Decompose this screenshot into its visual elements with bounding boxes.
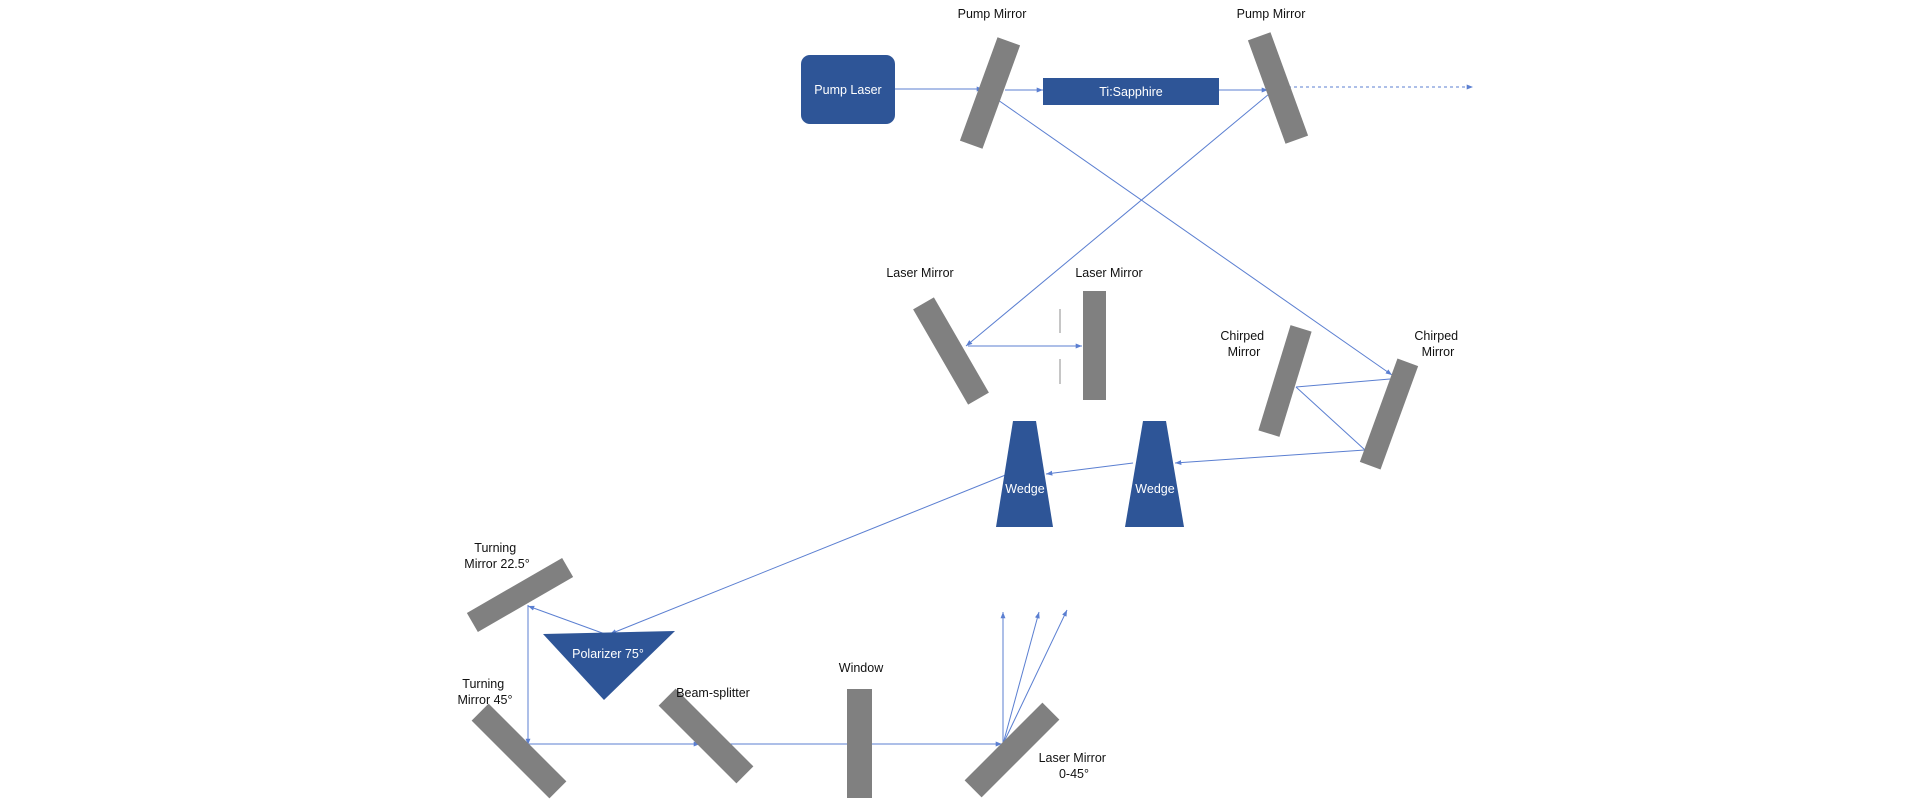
component-labels: Pump Mirror Pump Mirror Laser Mirror Las… (457, 7, 1461, 781)
beam-splitter (658, 688, 754, 784)
beam-chirped-2 (1295, 386, 1366, 451)
chirped-mirror-left (1258, 325, 1312, 437)
label-laser-mirror-left: Laser Mirror (886, 266, 953, 280)
label-turning-mirror-45: Turning Mirror 45° (457, 677, 512, 707)
pump-laser-label: Pump Laser (814, 83, 881, 97)
label-pump-mirror-right: Pump Mirror (1237, 7, 1306, 21)
ti-sapphire-crystal (1043, 78, 1219, 105)
polarizer-prism (543, 631, 675, 700)
label-window: Window (839, 661, 884, 675)
pump-laser-box (801, 55, 895, 124)
label-pump-mirror-left: Pump Mirror (958, 7, 1027, 21)
label-turning-mirror-22: Turning Mirror 22.5° (464, 541, 529, 571)
laser-mirror-left (913, 297, 989, 405)
polarizer-label: Polarizer 75° (572, 647, 644, 661)
beam-wedge-to-wedge (1045, 462, 1134, 476)
beam-output-3 (1002, 609, 1068, 745)
label-chirped-mirror-left: Chirped Mirror (1220, 329, 1267, 359)
optical-components: Pump Laser Ti:Sapphire Wedge Wedge Polar… (543, 55, 1219, 700)
beam-paths (525, 84, 1473, 747)
wedge-left (996, 421, 1053, 527)
label-laser-mirror-right: Laser Mirror (1075, 266, 1142, 280)
window (847, 689, 872, 798)
wedge-left-label: Wedge (1005, 482, 1044, 496)
ti-sapphire-label: Ti:Sapphire (1099, 85, 1163, 99)
wedge-right (1125, 421, 1184, 527)
beam-cavity-cross-1 (997, 99, 1393, 376)
beam-cavity-cross-2 (965, 93, 1270, 347)
beam-chirped-1 (1295, 378, 1391, 388)
chirped-mirror-right (1359, 358, 1419, 470)
beam-chirped-to-wedge (1174, 449, 1366, 466)
beam-wedge-to-polarizer (609, 473, 1009, 635)
beam-polarizer-to-turning (527, 605, 606, 635)
wedge-right-label: Wedge (1135, 482, 1174, 496)
mirrors (466, 32, 1419, 799)
label-chirped-mirror-right: Chirped Mirror (1414, 329, 1461, 359)
pump-mirror-right (1247, 32, 1309, 144)
laser-mirror-right (1083, 291, 1106, 400)
beam-output-2 (1002, 611, 1040, 745)
label-beam-splitter: Beam-splitter (676, 686, 750, 700)
turning-mirror-22 (466, 557, 574, 633)
turning-mirror-45 (471, 703, 567, 799)
label-laser-mirror-variable: Laser Mirror 0-45° (1039, 751, 1110, 781)
pump-mirror-left (959, 37, 1021, 149)
laser-mirror-variable (964, 702, 1060, 798)
